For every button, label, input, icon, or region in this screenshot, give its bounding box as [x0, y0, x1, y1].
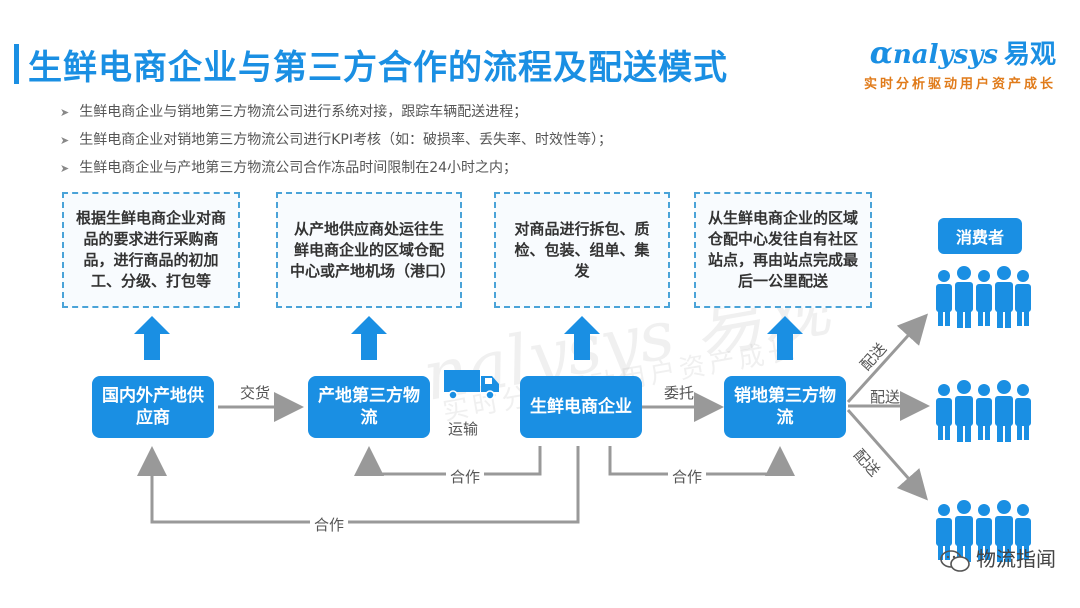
node-ecommerce: 生鲜电商企业	[520, 376, 642, 438]
page-title: 生鲜电商企业与第三方合作的流程及配送模式	[28, 48, 728, 88]
triangle-bullet-icon: ➤	[60, 134, 70, 147]
triangle-bullet-icon: ➤	[60, 106, 70, 119]
bullet-text: 生鲜电商企业与产地第三方物流公司合作冻品时间限制在24小时之内；	[79, 160, 518, 176]
title-accent-bar	[14, 44, 19, 84]
up-arrow-icon	[351, 316, 387, 360]
consumers-group-icon	[936, 500, 1031, 562]
footer-watermark-text: 物流指闻	[976, 547, 1056, 571]
consumers-group-icon	[936, 380, 1031, 442]
bullet-text: 生鲜电商企业与销地第三方物流公司进行系统对接，跟踪车辆配送进程；	[79, 104, 528, 120]
note-destination-logistics: 从生鲜电商企业的区域仓配中心发往自有社区站点，再由站点完成最后一公里配送	[694, 192, 872, 308]
triangle-bullet-icon: ➤	[60, 162, 70, 175]
node-destination-logistics: 销地第三方物流	[724, 376, 846, 438]
bullet-item: ➤ 生鲜电商企业与产地第三方物流公司合作冻品时间限制在24小时之内；	[60, 154, 612, 182]
consumers-group-icon	[936, 266, 1031, 328]
edge-label-coop-1: 合作	[446, 466, 485, 487]
edge-label-coop-2: 合作	[668, 466, 707, 487]
wechat-icon	[940, 549, 970, 572]
edge-label-transport: 运输	[448, 420, 479, 438]
note-ecommerce: 对商品进行拆包、质检、包装、组单、集发	[494, 192, 670, 308]
footer-watermark: 物流指闻	[940, 543, 1056, 572]
node-supplier: 国内外产地供应商	[92, 376, 214, 438]
note-procurement: 根据生鲜电商企业对商品的要求进行采购商品，进行商品的初加工、分级、打包等	[62, 192, 240, 308]
edge-label-deliver: 交货	[240, 384, 271, 402]
bullet-item: ➤ 生鲜电商企业对销地第三方物流公司进行KPI考核（如：破损率、丢失率、时效性等）…	[60, 126, 612, 154]
ship-arrow-3	[846, 409, 928, 501]
up-arrow-icon	[134, 316, 170, 360]
bullet-text: 生鲜电商企业对销地第三方物流公司进行KPI考核（如：破损率、丢失率、时效性等）；	[79, 132, 612, 148]
bullet-list: ➤ 生鲜电商企业与销地第三方物流公司进行系统对接，跟踪车辆配送进程； ➤ 生鲜电商企…	[60, 98, 612, 182]
brand-name-cn: 易观	[1003, 40, 1056, 70]
edge-label-entrust: 委托	[664, 384, 695, 402]
brand-slogan: 实时分析驱动用户资产成长	[863, 77, 1056, 92]
edge-label-ship-2: 配送	[870, 388, 901, 406]
node-origin-logistics: 产地第三方物流	[308, 376, 430, 438]
up-arrow-icon	[564, 316, 600, 360]
note-origin-logistics: 从产地供应商处运往生鲜电商企业的区域仓配中心或产地机场（港口）	[276, 192, 462, 308]
coop-loop-3	[137, 446, 580, 524]
brand-name-text: nalysys	[892, 40, 998, 70]
up-arrow-icon	[767, 316, 803, 360]
consumer-label: 消费者	[938, 218, 1022, 254]
brand-logo-mark-icon: α	[869, 36, 893, 71]
ship-arrow-1	[846, 313, 929, 404]
bullet-item: ➤ 生鲜电商企业与销地第三方物流公司进行系统对接，跟踪车辆配送进程；	[60, 98, 612, 126]
truck-icon	[444, 370, 499, 400]
edge-label-coop-3: 合作	[310, 514, 349, 535]
